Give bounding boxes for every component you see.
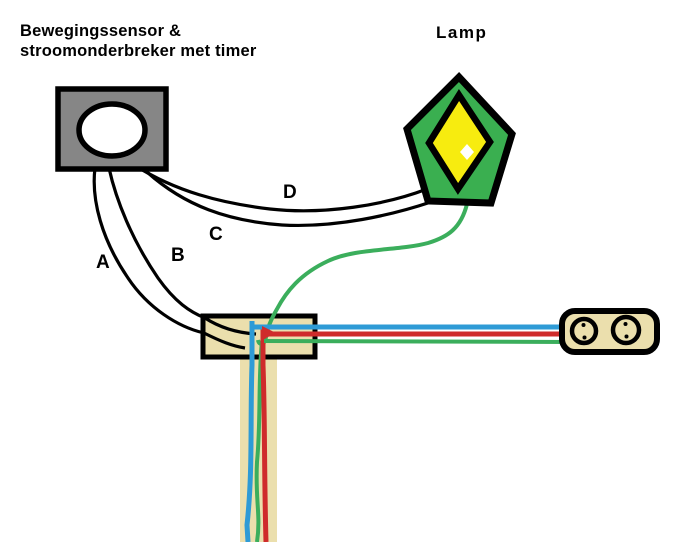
sensor-title-label: Bewegingssensor & stroomonderbreker met … [20, 22, 257, 60]
socket-pin-hole [624, 334, 629, 339]
wire-label-c: C [209, 224, 223, 245]
wire-label-b: B [171, 245, 185, 266]
wire-blue-vertical [244, 321, 255, 542]
outlet-socket-right [610, 314, 642, 346]
wire-green-horizontal [263, 339, 568, 344]
lamp-label: Lamp [436, 23, 488, 42]
wire-a [92, 167, 246, 350]
socket-pin-hole [623, 322, 628, 326]
wire-green-vertical [254, 340, 264, 542]
socket-pin-hole [582, 335, 587, 340]
outlet-body [559, 308, 660, 355]
wire-c [145, 170, 432, 228]
wire-red-vertical [260, 326, 269, 542]
lamp-bulb [425, 88, 494, 195]
wire-label-d: D [283, 182, 297, 203]
outlet-socket-left [569, 316, 599, 346]
wire-red-arrowhead [262, 326, 276, 340]
lamp-sparkle [460, 144, 474, 160]
wire-b [107, 167, 257, 336]
motion-sensor-lens [76, 101, 148, 159]
socket-pin-hole [581, 323, 586, 327]
wire-label-a: A [96, 252, 110, 273]
wire-d [135, 164, 428, 213]
